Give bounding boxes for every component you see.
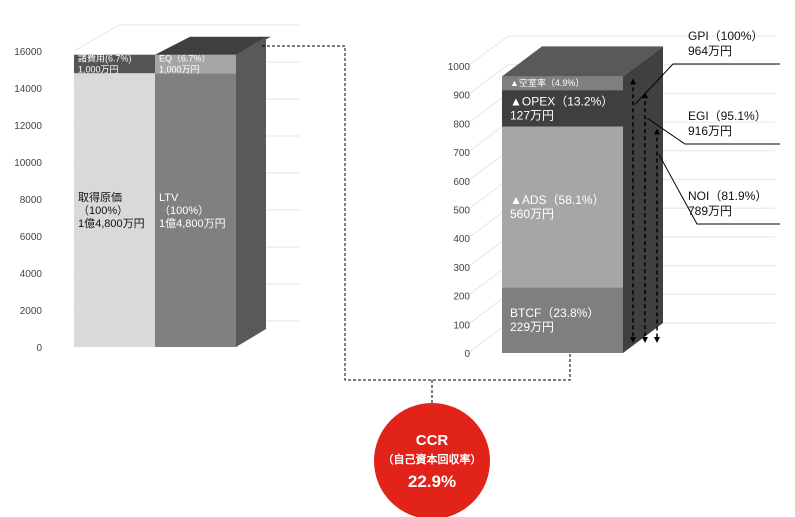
- y-tick-label: 200: [453, 292, 470, 303]
- arrow-head-down: [642, 337, 648, 343]
- bar-segment-label: （100%）: [78, 204, 128, 217]
- grid-line: [467, 121, 509, 153]
- leader-line: [658, 154, 780, 225]
- grid-line: [467, 93, 509, 124]
- y-tick-label: 10000: [14, 158, 42, 169]
- annotation-label: GPI（100%）: [688, 29, 763, 43]
- bar-segment-label: 1,000万円: [159, 64, 200, 74]
- y-tick-label: 100: [453, 320, 470, 331]
- bar-segment: [74, 73, 155, 347]
- bar-segment-label: 127万円: [510, 108, 554, 122]
- bar-segment-label: 取得原価: [78, 191, 122, 204]
- ccr-value: 22.9%: [408, 472, 456, 491]
- y-tick-label: 12000: [14, 121, 42, 132]
- bars-layer: 取得原価（100%）1億4,800万円諸費用(6.7%)1,000万円LTV（1…: [74, 36, 663, 353]
- grid-line: [467, 265, 509, 297]
- y-tick-label: 0: [464, 349, 470, 360]
- annotation-label: NOI（81.9%）: [688, 189, 767, 203]
- bar-segment-label: 1,000万円: [78, 64, 119, 74]
- bar-segment: [502, 287, 623, 353]
- grid-line: [467, 179, 509, 210]
- grid-line: [467, 150, 509, 182]
- bar-segment-label: 229万円: [510, 320, 554, 334]
- y-tick-label: 4000: [20, 269, 43, 280]
- connector-line: [262, 45, 571, 381]
- annotation-label: EGI（95.1%）: [688, 109, 767, 123]
- bar-segment-label: LTV: [159, 192, 179, 204]
- y-tick-label: 300: [453, 263, 470, 274]
- y-tick-label: 16000: [14, 47, 42, 58]
- ccr-title: CCR: [416, 432, 449, 449]
- y-tick-label: 600: [453, 177, 470, 188]
- y-tick-label: 0: [36, 343, 42, 354]
- bar-segment: [502, 76, 623, 91]
- bar-segment-label: EQ（6.7%）: [159, 53, 211, 63]
- leader-line: [634, 63, 780, 105]
- bar-segment: [502, 90, 623, 127]
- y-tick-label: 8000: [20, 195, 43, 206]
- grid-line: [467, 207, 509, 239]
- leader-line: [646, 117, 780, 145]
- annotation-layer: GPI（100%）964万円EGI（95.1%）916万円NOI（81.9%）7…: [262, 29, 780, 404]
- bar-segment: [74, 54, 155, 74]
- annotation-label: 789万円: [688, 204, 732, 218]
- y-tick-label: 6000: [20, 232, 43, 243]
- bar-segment-label: 560万円: [510, 207, 554, 221]
- grid-line: [467, 236, 509, 268]
- arrow-head-down: [630, 337, 636, 343]
- y-tick-label: 500: [453, 206, 470, 217]
- y-tick-label: 700: [453, 148, 470, 159]
- y-tick-label: 800: [453, 119, 470, 130]
- annotation-label: 964万円: [688, 44, 732, 58]
- grid-line: [73, 24, 120, 52]
- y-tick-label: 400: [453, 234, 470, 245]
- bar-top-face: [502, 46, 663, 77]
- ccr-circle: [374, 403, 490, 517]
- arrow-head-down: [654, 337, 660, 343]
- y-tick-label: 14000: [14, 84, 42, 95]
- bar-segment-label: BTCF（23.8%）: [510, 306, 599, 320]
- ccr-badge: CCR （自己資本回収率） 22.9%: [374, 403, 490, 517]
- grid-line: [467, 293, 509, 325]
- grid-line: [467, 322, 509, 354]
- bar-segment-label: ▲ADS（58.1%）: [510, 193, 605, 207]
- bar-segment-label: ▲OPEX（13.2%）: [510, 94, 613, 108]
- grid-line: [467, 64, 509, 96]
- arrow-head-up: [630, 78, 636, 85]
- ccr-subtitle: （自己資本回収率）: [383, 452, 482, 466]
- bar-side-face: [236, 36, 266, 347]
- bar-segment-label: 1億4,800万円: [159, 217, 226, 230]
- arrow-head-up: [654, 128, 660, 135]
- grid-line: [467, 35, 509, 67]
- annotation-label: 916万円: [688, 124, 732, 138]
- y-tick-label: 2000: [20, 306, 43, 317]
- bar-top-face: [155, 36, 271, 55]
- y-tick-label: 1000: [448, 62, 471, 73]
- bar-segment-label: （100%）: [159, 204, 209, 217]
- bar-segment: [155, 73, 236, 347]
- bar-segment: [502, 126, 623, 288]
- bar-segment-label: 1億4,800万円: [78, 217, 145, 230]
- bar-segment: [155, 54, 236, 74]
- bar-segment-label: ▲空室率（4.9%）: [510, 77, 584, 88]
- bar-segment-label: 諸費用(6.7%): [78, 52, 132, 63]
- y-tick-label: 900: [453, 91, 470, 102]
- arrow-head-up: [642, 92, 648, 99]
